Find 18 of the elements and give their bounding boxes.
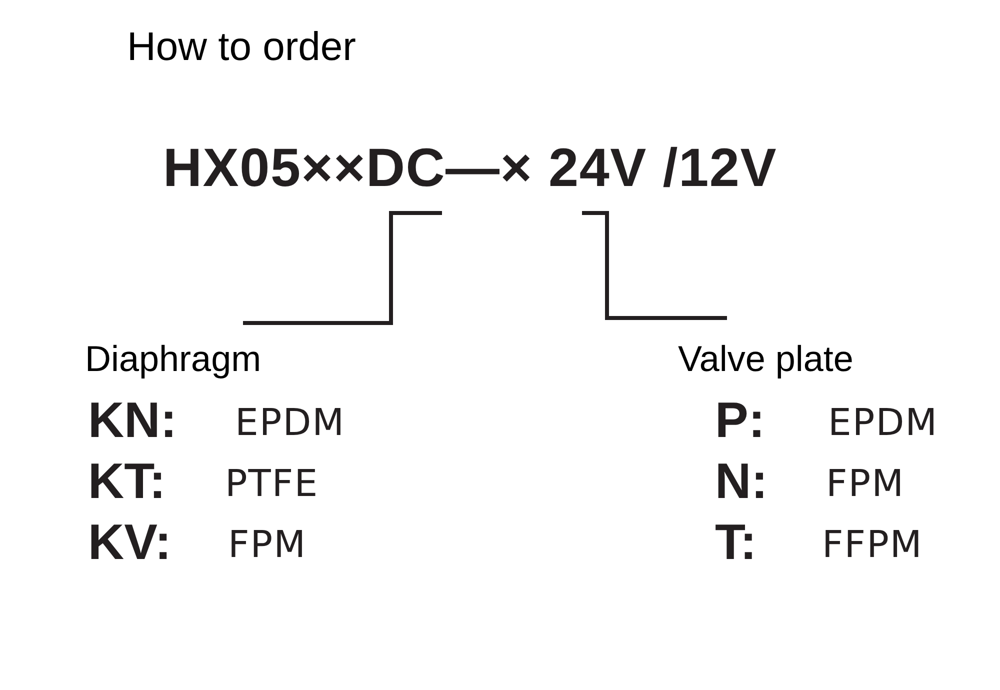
group-heading: Diaphragm <box>85 341 262 377</box>
material-name: PTFE <box>225 465 319 502</box>
material-name: FPM <box>826 465 905 502</box>
material-name: EPDM <box>828 404 938 441</box>
option-code: KV: <box>88 517 172 567</box>
material-name: FFPM <box>822 526 923 563</box>
material-name: FPM <box>228 526 307 563</box>
option-code: T: <box>715 517 757 567</box>
material-name: EPDM <box>235 404 346 441</box>
leader-line <box>582 211 727 320</box>
leader-line <box>243 211 442 325</box>
option-code: N: <box>715 456 768 506</box>
option-code: KT: <box>88 456 166 506</box>
order-code: HX05××DC—× 24V /12V <box>163 141 778 195</box>
title: How to order <box>127 27 356 67</box>
group-heading: Valve plate <box>678 341 854 377</box>
option-code: P: <box>715 395 765 445</box>
option-code: KN: <box>88 395 177 445</box>
